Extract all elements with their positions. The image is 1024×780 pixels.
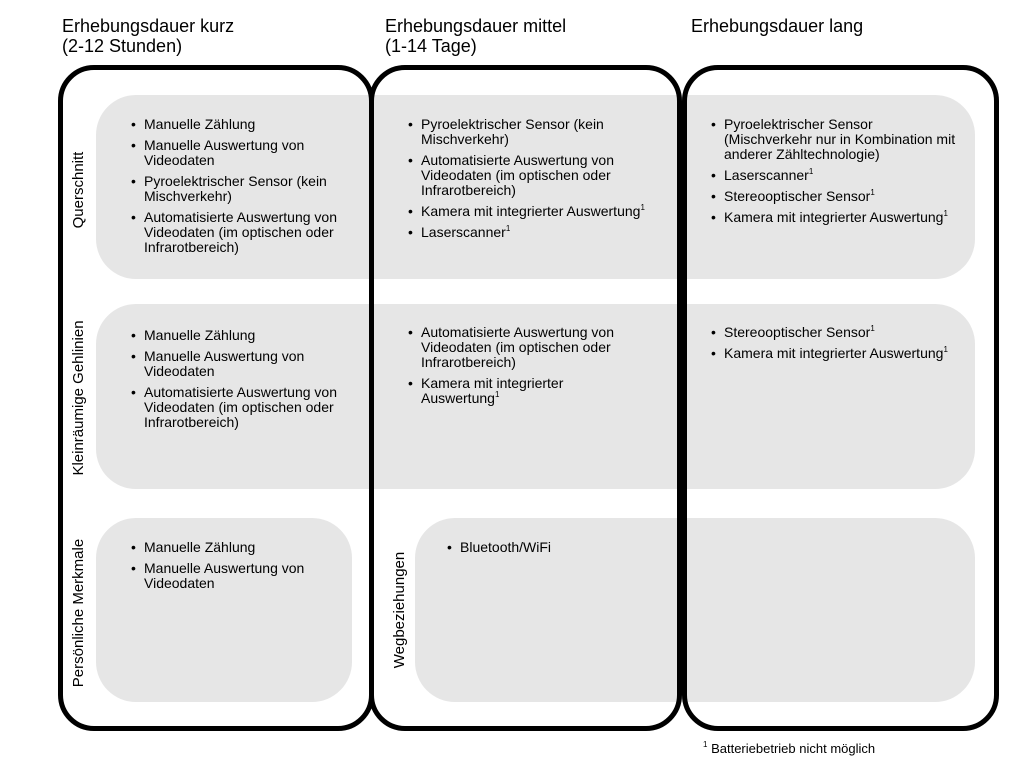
list-item-text: Stereooptischer Sensor [724, 188, 871, 204]
list-item: Manuelle Auswertung von Videodaten [131, 138, 346, 168]
footnote-ref: 1 [943, 345, 948, 354]
footnote-ref: 1 [943, 209, 948, 218]
header-kurz: Erhebungsdauer kurz (2-12 Stunden) [62, 16, 234, 56]
list-item-text: Pyroelektrischer Sensor (kein Mischverke… [144, 173, 327, 204]
list-item: Automatisierte Auswertung von Videodaten… [408, 325, 618, 370]
list-item-text: Kamera mit integrierter Auswertung [724, 345, 944, 361]
list-item-text: Automatisierte Auswertung von Videodaten… [421, 152, 614, 198]
list-item: Kamera mit integrierter Auswertung1 [711, 345, 951, 362]
list-kleinraeumig-lang: Stereooptischer Sensor1Kamera mit integr… [711, 325, 951, 367]
footnote-ref: 1 [808, 167, 814, 176]
header-lang-line1: Erhebungsdauer lang [691, 16, 864, 36]
list-item-text: Manuelle Auswertung von Videodaten [144, 137, 305, 168]
list-kleinraeumig-kurz: Manuelle ZählungManuelle Auswertung von … [131, 328, 346, 436]
list-item-text: Manuelle Auswertung von Videodaten [144, 560, 305, 591]
list-item-text: Kamera mit integrierter Auswertung [421, 375, 564, 406]
footnote-ref: 1 [640, 203, 645, 212]
list-item-text: Laserscanner [724, 167, 809, 183]
list-item-text: Bluetooth/WiFi [460, 539, 552, 555]
header-mittel-line2: (1-14 Tage) [385, 36, 477, 56]
footnote-text: Batteriebetrieb nicht möglich [711, 741, 876, 756]
list-item-text: Stereooptischer Sensor [724, 324, 871, 340]
list-querschnitt-mittel: Pyroelektrischer Sensor (kein Mischverke… [408, 117, 648, 246]
header-kurz-line2: (2-12 Stunden) [62, 36, 183, 56]
row-label-wegbeziehungen: Wegbeziehungen [391, 551, 408, 669]
list-item: Kamera mit integrierter Auswertung1 [408, 203, 648, 220]
list-item: Automatisierte Auswertung von Videodaten… [408, 153, 648, 198]
footnote-ref: 1 [505, 224, 511, 233]
list-item: Laserscanner1 [408, 224, 648, 241]
list-item-text: Kamera mit integrierter Auswertung [724, 209, 944, 225]
list-item-text: Pyroelektrischer Sensor (kein Mischverke… [421, 116, 604, 147]
footnote-ref: 1 [870, 324, 875, 333]
list-item: Manuelle Zählung [131, 116, 346, 133]
list-item-text: Automatisierte Auswertung von Videodaten… [421, 324, 614, 370]
row-label-kleinraeumig: Kleinräumige Gehlinien [70, 320, 87, 476]
header-lang: Erhebungsdauer lang [691, 16, 863, 36]
list-item: Stereooptischer Sensor1 [711, 324, 951, 341]
list-wegbeziehungen-mittel: Bluetooth/WiFi [447, 540, 647, 561]
list-item: Pyroelektrischer Sensor (Mischverkehr nu… [711, 117, 961, 162]
list-item-text: Automatisierte Auswertung von Videodaten… [144, 384, 337, 430]
list-item-text: Manuelle Auswertung von Videodaten [144, 348, 305, 379]
list-item: Pyroelektrischer Sensor (kein Mischverke… [408, 117, 648, 147]
list-item: Manuelle Zählung [131, 327, 346, 344]
row-label-querschnitt: Querschnitt [70, 151, 87, 229]
list-item-text: Manuelle Zählung [144, 327, 256, 343]
list-item: Bluetooth/WiFi [447, 539, 647, 556]
list-querschnitt-kurz: Manuelle ZählungManuelle Auswertung von … [131, 117, 346, 261]
list-item: Kamera mit integrierter Auswertung1 [408, 376, 618, 406]
list-item-text: Kamera mit integrierter Auswertung [421, 203, 641, 219]
list-item: Laserscanner1 [711, 167, 961, 184]
list-item: Stereooptischer Sensor1 [711, 188, 961, 205]
list-item-text: Manuelle Zählung [144, 539, 256, 555]
list-querschnitt-lang: Pyroelektrischer Sensor (Mischverkehr nu… [711, 117, 961, 231]
list-item: Pyroelektrischer Sensor (kein Mischverke… [131, 174, 346, 204]
list-kleinraeumig-mittel: Automatisierte Auswertung von Videodaten… [408, 325, 618, 412]
list-item-text: Pyroelektrischer Sensor (Mischverkehr nu… [724, 116, 956, 162]
list-item: Automatisierte Auswertung von Videodaten… [131, 385, 346, 430]
list-persoenlich-kurz: Manuelle ZählungManuelle Auswertung von … [131, 540, 331, 597]
footnote-mark: 1 [703, 740, 708, 749]
footnote-ref: 1 [494, 390, 500, 399]
list-item-text: Automatisierte Auswertung von Videodaten… [144, 209, 337, 255]
list-item: Manuelle Auswertung von Videodaten [131, 349, 346, 379]
header-kurz-line1: Erhebungsdauer kurz [62, 16, 235, 36]
list-item: Kamera mit integrierter Auswertung1 [711, 209, 961, 226]
row-label-persoenlich: Persönliche Merkmale [70, 538, 87, 688]
list-item-text: Laserscanner [421, 224, 506, 240]
list-item: Manuelle Zählung [131, 539, 331, 556]
list-item: Manuelle Auswertung von Videodaten [131, 561, 331, 591]
header-mittel-line1: Erhebungsdauer mittel [385, 16, 567, 36]
footnote-ref: 1 [870, 188, 875, 197]
footnote: 1 Batteriebetrieb nicht möglich [703, 740, 876, 757]
list-item-text: Manuelle Zählung [144, 116, 256, 132]
header-mittel: Erhebungsdauer mittel (1-14 Tage) [385, 16, 566, 56]
list-item: Automatisierte Auswertung von Videodaten… [131, 210, 346, 255]
